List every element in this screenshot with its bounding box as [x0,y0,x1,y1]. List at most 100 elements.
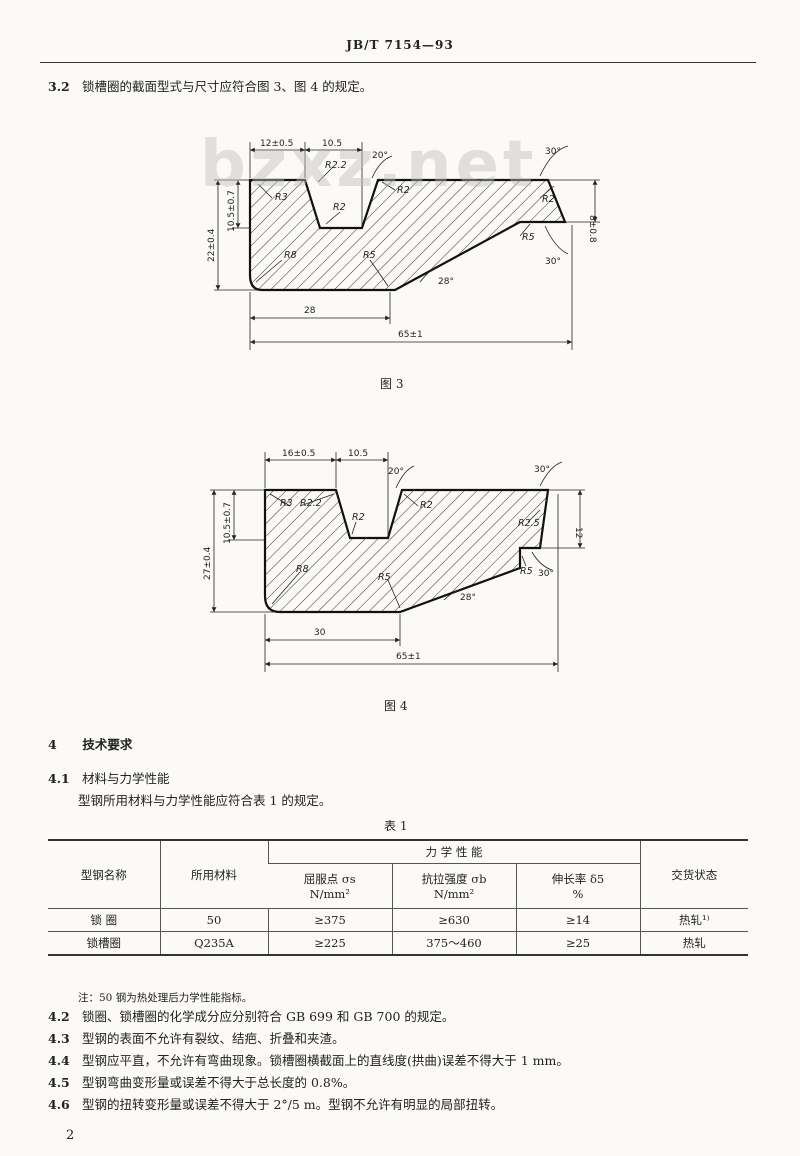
clause-number: 4.5 [48,1075,70,1090]
yield-label: 屈服点 σs [303,872,356,886]
table-1: 型钢名称 所用材料 力 学 性 能 交货状态 屈服点 σs N/mm² 抗拉强度… [48,839,748,956]
cell-material: Q235A [159,931,268,956]
cell-material: 50 [159,908,268,932]
fig3-radius-r5-a: R5 [522,232,535,243]
fig4-dim-h-total: 27±0.4 [203,546,213,580]
fig4-dim-65: 65±1 [396,652,421,662]
table-header-yield: 屈服点 σs N/mm² [268,863,392,909]
clause-4-2: 4.2 锁圈、锁槽圈的化学成分应分别符合 GB 699 和 GB 700 的规定… [48,1008,454,1026]
fig4-angle-28: 28° [460,593,476,603]
yield-unit: N/mm² [309,887,350,901]
table-header-name: 型钢名称 [48,839,160,909]
clause-number: 4.1 [48,771,70,786]
fig4-radius-r5-b: R5 [378,572,391,583]
section-title: 技术要求 [82,737,133,752]
fig4-angle-30-top: 30° [534,465,550,475]
fig4-dim-h-right: 12 [573,527,583,538]
fig4-radius-r2-2: R2.2 [300,498,322,509]
figure-3-caption: 图 3 [380,377,404,391]
section-4-heading: 4 技术要求 [48,736,132,754]
cell-yield: ≥375 [267,908,392,932]
fig4-radius-r8: R8 [296,564,309,575]
fig3-radius-r3: R3 [275,192,288,203]
fig4-dim-10-5: 10.5 [348,449,368,459]
watermark: bzxz.net [200,128,538,202]
fig3-dim-h1: 10.5±0.7 [227,190,237,232]
fig3-dim-65: 65±1 [398,330,423,340]
standard-number-header: JB/T 7154—93 [346,38,454,52]
clause-text: 锁槽圈的截面型式与尺寸应符合图 3、图 4 的规定。 [81,79,373,94]
clause-4-6: 4.6 型钢的扭转变形量或误差不得大于 2°/5 m。型钢不允许有明显的局部扭转… [48,1096,503,1114]
fig3-radius-r8: R8 [284,250,297,261]
fig3-dim-10-5: 10.5 [322,139,342,149]
fig4-radius-r2-b: R2 [420,500,433,511]
table-note: 注：50 钢为热处理后力学性能指标。 [78,992,253,1004]
table-header-mechanical: 力 学 性 能 [267,839,640,864]
clause-4-1-text: 型钢所用材料与力学性能应符合表 1 的规定。 [78,793,332,808]
table-row: 锁 圈 50 ≥375 ≥630 ≥14 热轧¹⁾ [48,908,748,932]
clause-4-1-heading: 4.1 材料与力学性能 [48,770,170,788]
tensile-label: 抗拉强度 σb [421,872,487,886]
clause-3-2: 3.2 锁槽圈的截面型式与尺寸应符合图 3、图 4 的规定。 [48,78,372,96]
page-number: 2 [66,1128,75,1143]
cell-tensile: 375～460 [391,931,516,956]
clause-number: 4.6 [48,1097,70,1112]
clause-number: 4.4 [48,1053,70,1068]
fig3-angle-20: 20° [372,151,388,161]
header-rule [40,62,756,63]
fig3-dim-28: 28 [304,306,316,316]
table-header-material: 所用材料 [159,839,268,909]
tensile-unit: N/mm² [433,887,475,901]
fig4-radius-r3: R3 [280,498,293,509]
clause-text: 型钢的表面不允许有裂纹、结疤、折叠和夹渣。 [81,1031,345,1046]
fig4-angle-20: 20° [388,467,404,477]
clause-text: 锁圈、锁槽圈的化学成分应分别符合 GB 699 和 GB 700 的规定。 [81,1009,455,1024]
clause-4-3: 4.3 型钢的表面不允许有裂纹、结疤、折叠和夹渣。 [48,1030,345,1048]
figure-4: 16±0.5 10.5 10.5±0.7 27±0.4 12 30 65±1 2… [203,449,585,672]
clause-text: 型钢应平直，不允许有弯曲现象。锁槽圈横截面上的直线度(拱曲)误差不得大于 1 m… [81,1053,569,1068]
fig4-dim-h1: 10.5±0.7 [223,502,233,544]
clause-4-5: 4.5 型钢弯曲变形量或误差不得大于总长度的 0.8%。 [48,1074,355,1092]
elongation-label: 伸长率 δ5 [551,872,605,886]
table-1-title: 表 1 [384,819,408,833]
fig3-radius-r2-2: R2.2 [325,160,347,171]
clause-title: 材料与力学性能 [81,771,170,786]
table-header-tensile: 抗拉强度 σb N/mm² [391,863,516,909]
fig4-angle-30-bottom: 30° [538,569,554,579]
fig3-radius-r5-b: R5 [363,250,376,261]
fig3-dim-12: 12±0.5 [260,139,293,149]
clause-number: 3.2 [48,79,70,94]
clause-4-4: 4.4 型钢应平直，不允许有弯曲现象。锁槽圈横截面上的直线度(拱曲)误差不得大于… [48,1052,569,1070]
figure-4-caption: 图 4 [384,699,408,713]
fig4-dim-16: 16±0.5 [282,449,315,459]
figure-3: 12±0.5 10.5 10.5±0.7 22±0.4 8±0.8 28 65±… [207,139,600,350]
fig3-radius-r2-a: R2 [333,202,346,213]
cell-name: 锁槽圈 [48,931,160,956]
fig3-dim-h-total: 22±0.4 [207,228,217,262]
fig4-dim-30: 30 [314,628,326,638]
clause-text: 型钢的扭转变形量或误差不得大于 2°/5 m。型钢不允许有明显的局部扭转。 [81,1097,504,1112]
cell-yield: ≥225 [267,931,392,956]
fig3-angle-30-bottom: 30° [545,257,561,267]
fig3-dim-h-right: 8±0.8 [587,215,597,243]
cell-delivery: 热轧¹⁾ [639,908,748,932]
section-number: 4 [48,737,57,752]
fig3-angle-28: 28° [438,277,454,287]
table-header-elongation: 伸长率 δ5 % [515,863,640,909]
cell-name: 锁 圈 [48,908,160,932]
fig3-radius-r2-b: R2 [397,185,410,196]
table-row: 锁槽圈 Q235A ≥225 375～460 ≥25 热轧 [48,931,748,956]
clause-number: 4.3 [48,1031,70,1046]
cell-elongation: ≥25 [515,931,640,956]
fig3-radius-r2-c: R2 [542,194,555,205]
table-header-delivery: 交货状态 [639,839,748,909]
fig4-radius-r2-5: R2.5 [518,518,540,529]
cell-delivery: 热轧 [639,931,748,956]
cell-tensile: ≥630 [391,908,516,932]
fig4-radius-r2-a: R2 [352,512,365,523]
elongation-unit: % [572,887,584,901]
cell-elongation: ≥14 [515,908,640,932]
clause-number: 4.2 [48,1009,70,1024]
clause-text: 型钢弯曲变形量或误差不得大于总长度的 0.8%。 [81,1075,356,1090]
